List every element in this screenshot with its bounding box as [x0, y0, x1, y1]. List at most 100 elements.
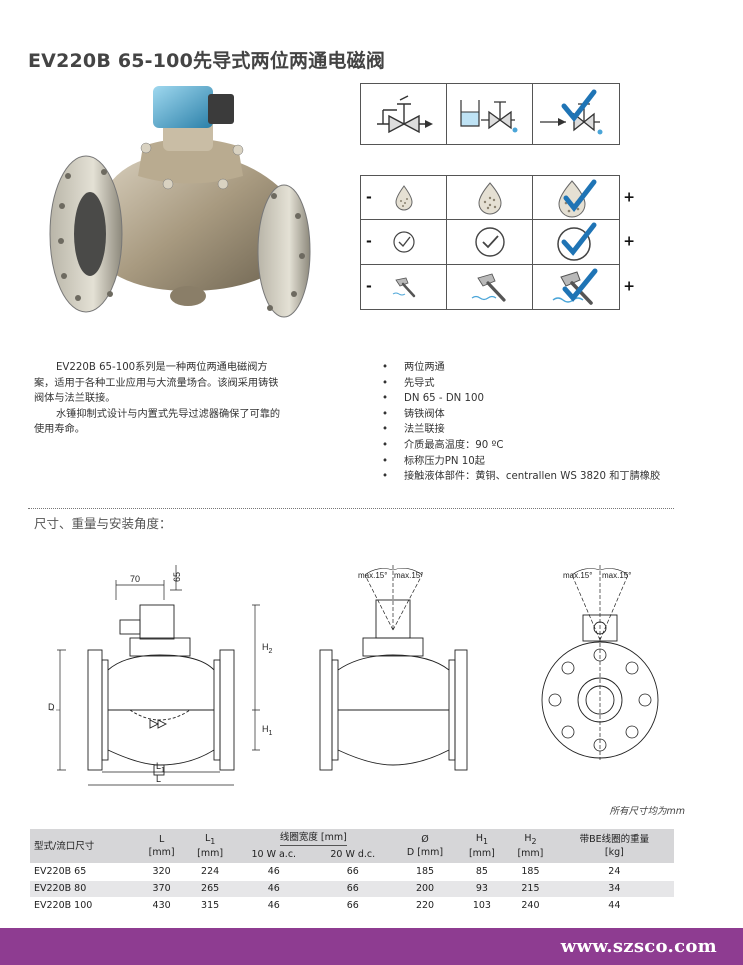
h1-label: H1	[262, 724, 273, 737]
valve-photo	[49, 86, 311, 318]
drop-small-icon	[394, 184, 413, 211]
drop-large-cell: +	[533, 176, 635, 221]
water-level-valve-icon	[459, 100, 517, 133]
clock-large-cell: +	[533, 220, 635, 265]
cell: 46	[234, 863, 314, 881]
minus-sign: -	[366, 233, 372, 250]
cell: 265	[185, 880, 235, 898]
product-description: EV220B 65-100系列是一种两位两通电磁阀方案，适用于各种工业应用与大流…	[34, 360, 282, 438]
cell: 430	[137, 897, 186, 915]
feature-item: 介质最高温度：90 ºC	[382, 438, 722, 454]
col-coil-ac: 10 W a.c.	[234, 848, 314, 863]
cell: 185	[392, 863, 458, 881]
plus-sign: +	[623, 233, 635, 250]
feature-item: 法兰联接	[382, 422, 722, 438]
angle-label: max.15°	[358, 571, 387, 580]
function-icon-grid	[360, 83, 620, 145]
cell: 46	[234, 897, 314, 915]
section-title: 尺寸、重量与安装角度：	[34, 516, 172, 531]
clock-medium-icon	[474, 227, 505, 257]
hammer-small-cell: -	[361, 264, 447, 309]
dim-70-label: 70	[130, 574, 140, 584]
cell: EV220B 100	[30, 897, 138, 915]
hammer-large-check-icon	[552, 268, 598, 305]
feature-item: 两位两通	[382, 360, 722, 376]
section-divider	[28, 508, 674, 509]
dimension-drawings: 70 65 H2 H1 D L1 L max.15° max.15° max.1…	[48, 565, 659, 786]
cell: 320	[137, 863, 186, 881]
valve-check-icon	[540, 89, 603, 135]
drop-medium-icon	[477, 181, 502, 215]
drop-small-cell: -	[361, 176, 447, 221]
hammer-medium-cell	[447, 264, 533, 309]
col-l: L[mm]	[137, 829, 186, 863]
col-coil-width: 线圈宽度 [mm]	[234, 829, 393, 848]
valve-symbol-cell	[361, 84, 447, 144]
cell: 200	[392, 880, 458, 898]
cell: 103	[457, 897, 507, 915]
units-note: 所有尺寸均为mm	[609, 806, 685, 817]
dim-65-label: 65	[172, 572, 182, 582]
cell: 220	[392, 897, 458, 915]
clock-medium-cell	[447, 220, 533, 265]
cell: 46	[234, 880, 314, 898]
cell: 66	[313, 897, 393, 915]
feature-item: 先导式	[382, 376, 722, 392]
drop-medium-cell	[447, 176, 533, 221]
cell: 85	[457, 863, 507, 881]
hammer-medium-icon	[471, 273, 506, 302]
feature-item: 接触液体部件：黄铜、centrallen WS 3820 和丁腈橡胶	[382, 469, 722, 485]
table-row: EV220B 65 320 224 46 66 185 85 185 24	[30, 863, 674, 881]
description-paragraph-2: 水锤抑制式设计与内置式先导过滤器确保了可靠的使用寿命。	[34, 408, 281, 436]
feature-item: DN 65 - DN 100	[382, 391, 722, 407]
feature-list: 两位两通 先导式 DN 65 - DN 100 铸铁阀体 法兰联接 介质最高温度…	[382, 360, 722, 485]
col-type: 型式/流口尺寸	[30, 829, 138, 863]
angle-label: max.15°	[394, 571, 423, 580]
clock-small-cell: -	[361, 220, 447, 265]
clock-small-icon	[392, 231, 415, 253]
cell: 34	[554, 880, 674, 898]
cell: 315	[185, 897, 235, 915]
cell: 93	[457, 880, 507, 898]
table-row: EV220B 100 430 315 46 66 220 103 240 44	[30, 897, 674, 915]
cell: 44	[554, 897, 674, 915]
d-label: D	[48, 702, 55, 712]
page-title: EV220B 65-100先导式两位两通电磁阀	[28, 50, 386, 72]
h2-label: H2	[262, 642, 273, 655]
table-row: EV220B 80 370 265 46 66 200 93 215 34	[30, 880, 674, 898]
plus-sign: +	[623, 278, 635, 295]
performance-icon-grid: - + -	[360, 175, 635, 310]
cell: 370	[137, 880, 186, 898]
footer-bar: www.szsco.com	[0, 928, 743, 965]
feature-item: 铸铁阀体	[382, 407, 722, 423]
cell: 224	[185, 863, 235, 881]
col-coil-dc: 20 W d.c.	[313, 848, 393, 863]
feature-item: 标称压力PN 10起	[382, 454, 722, 470]
water-valve-cell	[447, 84, 533, 144]
valve-check-cell	[533, 84, 619, 144]
col-h2: H2[mm]	[506, 829, 555, 863]
hammer-small-icon	[392, 277, 415, 298]
cell: 240	[506, 897, 555, 915]
cell: 185	[506, 863, 555, 881]
col-l1: L1[mm]	[185, 829, 235, 863]
cell: EV220B 65	[30, 863, 138, 881]
hammer-large-cell: +	[533, 265, 635, 309]
col-weight: 带BE线圈的重量[kg]	[554, 829, 674, 863]
l-label: L	[156, 774, 161, 784]
drop-large-check-icon	[558, 179, 597, 218]
angle-label: max.15°	[602, 571, 631, 580]
cell: 66	[313, 863, 393, 881]
website-url[interactable]: www.szsco.com	[560, 936, 717, 957]
clock-large-check-icon	[557, 222, 597, 261]
minus-sign: -	[366, 189, 372, 206]
l1-label: L1	[156, 761, 165, 774]
minus-sign: -	[366, 278, 372, 295]
cell: EV220B 80	[30, 880, 138, 898]
valve-symbol-icon	[376, 95, 433, 134]
description-paragraph-1: EV220B 65-100系列是一种两位两通电磁阀方案，适用于各种工业应用与大流…	[34, 362, 279, 404]
cell: 24	[554, 863, 674, 881]
angle-label: max.15°	[563, 571, 592, 580]
